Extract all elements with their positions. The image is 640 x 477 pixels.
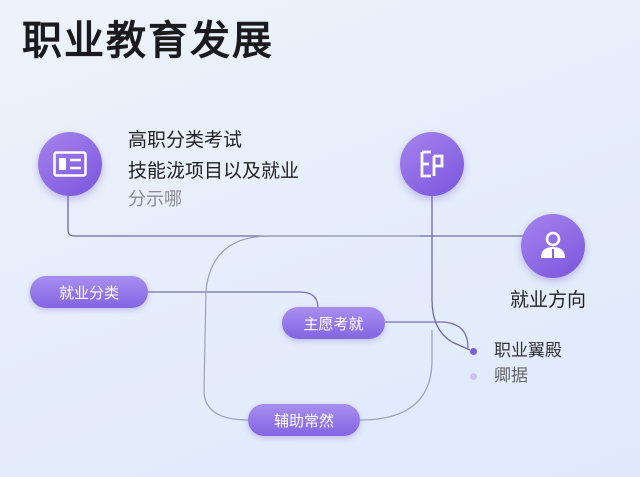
- pill-middle: 主愿考就: [282, 307, 385, 339]
- legend-dot-2: [470, 373, 477, 380]
- block-text-line-3: 分示哪: [128, 189, 182, 210]
- legend-label-1: 职业翼殿: [494, 341, 562, 361]
- block-text-line-1: 高职分类考试: [128, 129, 243, 151]
- pill-bottom: 辅助常然: [248, 404, 360, 436]
- id-card-icon: [53, 151, 87, 177]
- employment-label: 就业方向: [510, 289, 587, 311]
- legend-label-2: 卿据: [494, 366, 528, 386]
- document-circle: [400, 132, 464, 196]
- legend-dot-1: [470, 348, 477, 355]
- document-icon: [420, 150, 444, 178]
- block-text-line-2: 技能泷项目以及就业: [128, 160, 300, 182]
- person-book-icon: [541, 231, 565, 258]
- pill-left: 就业分类: [30, 276, 148, 308]
- page-title: 职业教育发展: [22, 18, 274, 64]
- id-card-circle: [38, 132, 102, 196]
- employment-circle: [521, 214, 585, 278]
